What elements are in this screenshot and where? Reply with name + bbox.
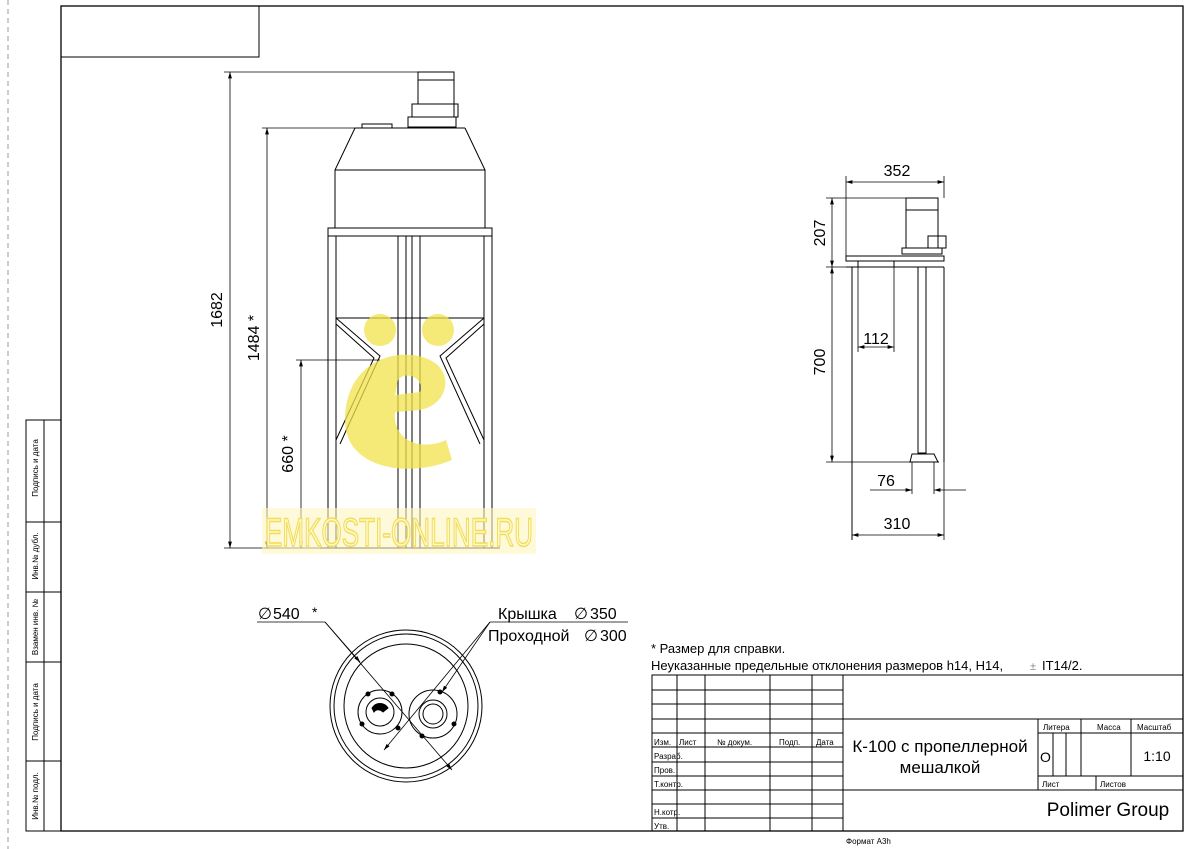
cell-list: Лист	[1042, 780, 1060, 789]
row-nkontr: Н.котр.	[654, 808, 680, 817]
note-ref: * Размер для справки.	[651, 641, 785, 656]
cell-litera-value: О	[1040, 749, 1051, 765]
th-podp: Подп.	[779, 738, 800, 747]
cell-masshtab: Масштаб	[1137, 723, 1172, 732]
row-tkontr: Т.контр.	[654, 780, 683, 789]
stamp-podpis1: Подпись и дата	[31, 439, 40, 497]
frame-center-post2	[411, 235, 421, 549]
cell-massa: Масса	[1097, 723, 1121, 732]
th-dokum: № докум.	[717, 738, 752, 747]
stamp-inv-podl: Инв.№ подл.	[31, 772, 40, 820]
cell-scale-value: 1:10	[1143, 748, 1170, 764]
dim-207: 207	[812, 220, 829, 247]
lid-dia: 350	[590, 606, 617, 623]
tank-body	[334, 127, 486, 229]
dia-540-symbol: ∅	[258, 606, 272, 623]
row-utv: Утв.	[654, 822, 669, 831]
shaft	[917, 266, 927, 454]
dim-112: 112	[863, 331, 889, 348]
watermark-logo	[345, 314, 454, 469]
pass-dia: 300	[600, 628, 627, 645]
top-view-leaders	[257, 621, 628, 771]
frame-left-leg	[327, 235, 337, 549]
dim-700: 700	[812, 349, 829, 376]
dim-310: 310	[884, 516, 911, 533]
frame-center-post	[397, 235, 407, 549]
pass-dia-symbol: ∅	[584, 628, 598, 645]
company-name: Polimer Group	[1047, 800, 1170, 821]
format-label: Формат А3h	[846, 837, 891, 846]
th-izm: Изм.	[654, 738, 671, 747]
dim-352: 352	[884, 163, 911, 180]
top-view	[329, 629, 483, 783]
note-pm: ±	[1030, 661, 1036, 673]
front-dimensions	[224, 71, 418, 549]
top-left-box	[61, 6, 260, 58]
stamp-podpis2: Подпись и дата	[31, 683, 40, 741]
dim-76: 76	[877, 473, 895, 490]
sheet-frame	[60, 5, 1184, 832]
dim-1682: 1682	[209, 292, 226, 328]
side-stamp	[25, 419, 62, 832]
stamp-inv-dubl: Инв.№ дубл.	[31, 532, 40, 579]
stamp-vzamen: Взамен инв. №	[31, 598, 40, 655]
note-tol-suffix: IT14/2.	[1042, 658, 1082, 673]
dim-540-mark: *	[312, 604, 318, 620]
drawing-title-line2: мешалкой	[900, 758, 981, 777]
cell-listov: Листов	[1100, 780, 1126, 789]
lid-label: Крышка	[498, 606, 557, 623]
mixer-view	[845, 197, 947, 540]
dim-540: 540	[273, 606, 300, 623]
note-tolerances: Неуказанные предельные отклонения размер…	[651, 658, 1003, 673]
title-block-grid	[651, 674, 1184, 832]
watermark-text: EMKOSTI-ONLINE.RU	[265, 511, 533, 555]
cell-litera: Литера	[1043, 723, 1070, 732]
drawing-title-line1: К-100 с пропеллерной	[852, 737, 1027, 756]
dim-660: 660 *	[280, 435, 297, 472]
lid-dia-symbol: ∅	[574, 606, 588, 623]
dim-1484: 1484 *	[246, 315, 263, 361]
motor-body	[417, 71, 455, 105]
th-data: Дата	[816, 738, 834, 747]
front-view	[320, 71, 500, 549]
frame-right-leg	[483, 235, 493, 549]
frame-top	[327, 227, 493, 237]
pass-label: Проходной	[488, 628, 570, 645]
mixer-dimensions	[826, 176, 966, 540]
row-razrab: Разраб.	[654, 752, 683, 761]
row-prov: Пров.	[654, 766, 675, 775]
th-list: Лист	[679, 738, 697, 747]
watermark-band	[262, 508, 536, 554]
